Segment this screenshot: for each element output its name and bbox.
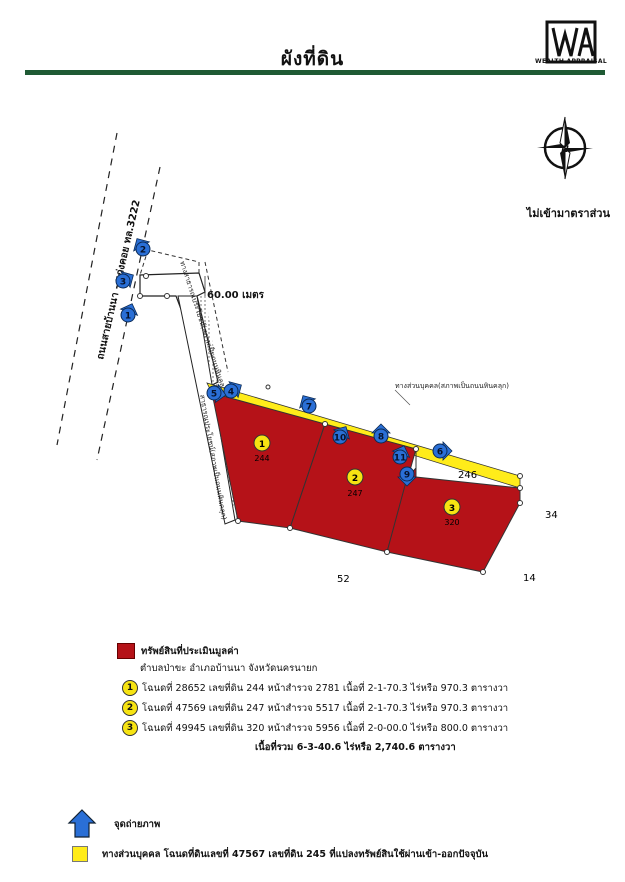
deed-text-2: โฉนดที่ 47569 เลขที่ดิน 247 หน้าสำรวจ 55… (142, 702, 509, 714)
svg-text:3: 3 (120, 278, 126, 288)
svg-text:9: 9 (404, 471, 410, 481)
svg-text:10: 10 (334, 434, 347, 444)
parcel-label-2: 2 247 (346, 468, 364, 498)
north-label: N (561, 145, 569, 155)
legend-location: ตำบลป่าขะ อำเภอบ้านนา จังหวัดนครนายก (140, 663, 318, 674)
legend-asset: ทรัพย์สินที่ประเมินมูลค่า (117, 643, 239, 659)
photo-point-marker-6: 6 (432, 441, 453, 461)
photo-point-marker-9: 9 (397, 466, 417, 487)
deed-number-2: 2 (122, 700, 138, 716)
photo-point-marker-8: 8 (371, 423, 391, 444)
svg-text:247: 247 (347, 489, 362, 498)
easement-legend-text: ทางส่วนบุคคล โฉนดที่ดินเลขที่ 47567 เลขท… (102, 848, 489, 860)
deed-text-3: โฉนดที่ 49945 เลขที่ดิน 320 หน้าสำรวจ 59… (142, 722, 509, 734)
photo-point-marker-4: 4 (223, 381, 242, 399)
svg-text:8: 8 (378, 433, 384, 443)
photo-point-label: จุดถ่ายภาพ (114, 818, 161, 830)
photo-point-marker-10: 10 (332, 426, 350, 445)
svg-text:5: 5 (211, 390, 217, 400)
deed-text-1: โฉนดที่ 28652 เลขที่ดิน 244 หน้าสำรวจ 27… (142, 682, 509, 694)
photo-point-marker-1: 1 (119, 303, 139, 323)
deed-row-1: 1 โฉนดที่ 28652 เลขที่ดิน 244 หน้าสำรวจ … (122, 680, 508, 696)
parcel-label-3: 3 320 (443, 498, 461, 527)
deed-number-1: 1 (122, 680, 138, 696)
svg-text:2: 2 (140, 246, 146, 256)
easement-swatch (72, 846, 88, 862)
neighbor-14: 14 (523, 573, 536, 584)
neighbor-34: 34 (545, 510, 558, 521)
photo-point-marker-11: 11 (391, 445, 411, 465)
svg-text:2: 2 (352, 474, 358, 484)
land-plan-map: ถนนสายบ้านนา - แก่งคอย ทล.3222 ทางสาธารณ… (56, 132, 558, 585)
deed-row-3: 3 โฉนดที่ 49945 เลขที่ดิน 320 หน้าสำรวจ … (122, 720, 508, 736)
lane-dashed-edge (204, 261, 229, 373)
deed-number-3: 3 (122, 720, 138, 736)
legend-easement: ทางส่วนบุคคล โฉนดที่ดินเลขที่ 47567 เลขท… (72, 846, 488, 862)
svg-text:244: 244 (254, 454, 269, 463)
lane-dashed-outline (139, 249, 200, 276)
easement-label: ทางส่วนบุคคล(สภาพเป็นถนนหินคลุก) (395, 381, 509, 390)
dimension-label: 60.00 เมตร (207, 290, 265, 301)
total-area: เนื้อที่รวม 6-3-40.6 ไร่หรือ 2,740.6 ตาร… (255, 742, 456, 753)
neighbor-246: 246 (458, 470, 477, 481)
svg-text:1: 1 (259, 440, 265, 450)
svg-text:3: 3 (449, 504, 455, 514)
north-arrow-icon: N (537, 116, 593, 180)
svg-text:1: 1 (125, 312, 131, 322)
photo-point-marker-3: 3 (115, 271, 134, 289)
photo-point-marker-5: 5 (206, 383, 227, 404)
svg-text:320: 320 (444, 518, 459, 527)
asset-swatch (117, 643, 135, 659)
scale-note: ไม่เข้ามาตราส่วน (526, 207, 610, 220)
legend-photo-point: จุดถ่ายภาพ (66, 808, 160, 840)
company-logo (545, 20, 597, 64)
highway-edge-west (56, 132, 118, 446)
asset-label: ทรัพย์สินที่ประเมินมูลค่า (141, 645, 239, 657)
title-divider (25, 70, 605, 75)
svg-text:4: 4 (228, 388, 234, 398)
svg-text:6: 6 (437, 448, 443, 458)
camera-point-icon (67, 809, 97, 838)
svg-text:7: 7 (306, 403, 312, 413)
svg-text:11: 11 (394, 454, 407, 464)
deed-row-2: 2 โฉนดที่ 47569 เลขที่ดิน 247 หน้าสำรวจ … (122, 700, 508, 716)
photo-point-marker-7: 7 (299, 395, 317, 414)
parcel-label-1: 1 244 (253, 434, 271, 463)
page-title: ผังที่ดิน (280, 48, 345, 70)
photo-point-marker-2: 2 (133, 238, 151, 257)
logo-text: WEALTH APPRAISAL (535, 58, 607, 65)
neighbor-52: 52 (337, 574, 350, 585)
